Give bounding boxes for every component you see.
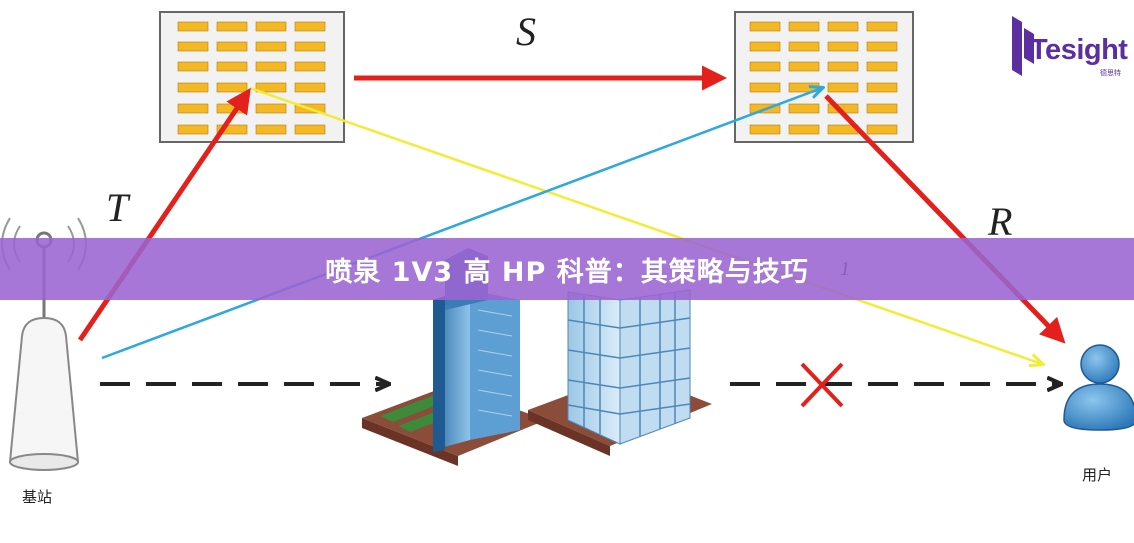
label-r: R: [988, 199, 1013, 244]
blocked-x-mark: [800, 362, 844, 408]
buildings-obstacle: [362, 248, 712, 466]
tesight-logo: Tesight 德思特: [1008, 14, 1128, 80]
cyan-path-arrow: [101, 88, 822, 360]
label-s: S: [516, 9, 536, 54]
label-t: T: [106, 185, 129, 230]
user-icon: [1063, 344, 1134, 431]
logo-subtext: 德思特: [1100, 69, 1121, 77]
red-arrow-r: [824, 94, 1066, 344]
base-station-label: 基站: [22, 488, 53, 506]
yellow-path-arrow: [249, 86, 1042, 364]
banner-title: 喷泉 1V3 高 HP 科普：其策略与技巧: [325, 256, 809, 288]
user-label: 用户: [1082, 466, 1113, 484]
logo-text: Tesight: [1030, 34, 1128, 66]
reflecting-panel-right: [734, 11, 914, 143]
reflecting-panel-left: [159, 11, 345, 143]
title-banner: 喷泉 1V3 高 HP 科普：其策略与技巧: [0, 238, 1134, 300]
tesight-logo-mark: [1012, 16, 1034, 76]
